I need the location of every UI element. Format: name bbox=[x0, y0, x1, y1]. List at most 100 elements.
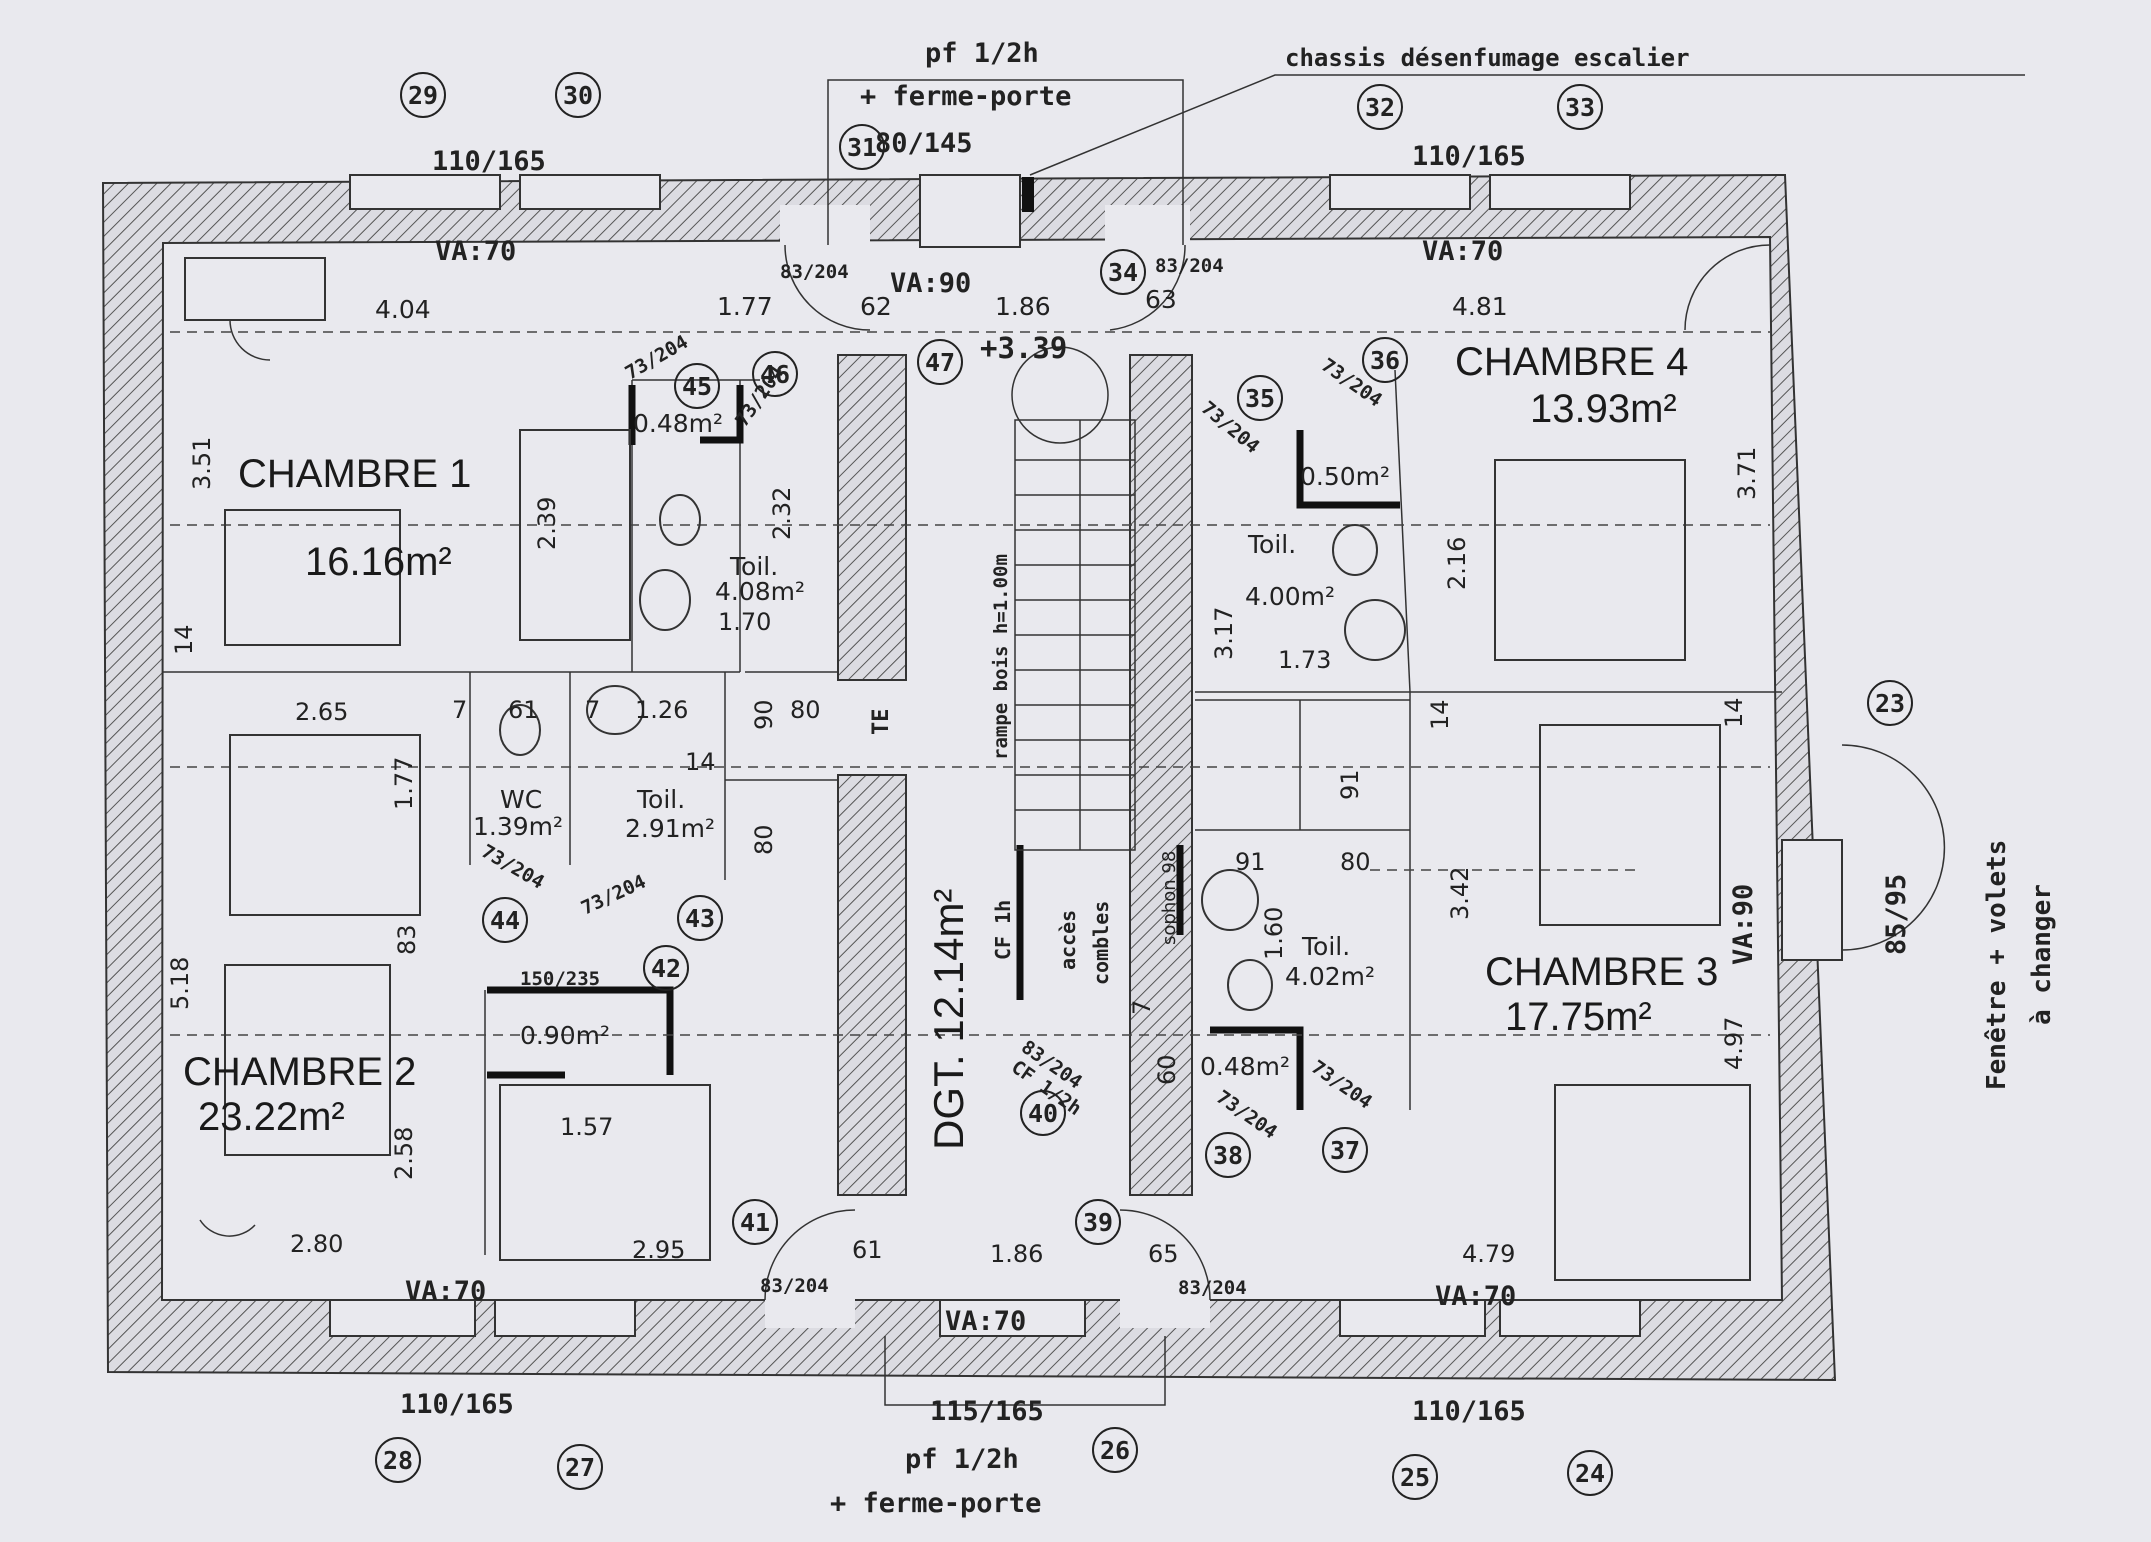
label-toil-a-area: 4.08m² bbox=[715, 577, 805, 606]
label-dim-265: 2.65 bbox=[295, 698, 348, 726]
toilet-a bbox=[659, 494, 701, 546]
bed-ch2-b bbox=[224, 964, 391, 1156]
marker-42: 42 bbox=[643, 945, 689, 991]
marker-47-label: 47 bbox=[925, 348, 955, 377]
label-door-83-tl: 83/204 bbox=[780, 261, 849, 283]
marker-34: 34 bbox=[1100, 249, 1146, 295]
label-fenetre: Fenêtre + volets bbox=[1982, 840, 2012, 1090]
label-d7320-f: 73/204 bbox=[578, 871, 650, 920]
marker-45: 45 bbox=[674, 363, 720, 409]
label-ch1-name: CHAMBRE 1 bbox=[238, 452, 471, 496]
label-dim-497: 4.97 bbox=[1720, 1017, 1748, 1070]
label-dim-61a: 61 bbox=[508, 696, 539, 724]
window-recess-bot-2 bbox=[494, 1299, 636, 1337]
label-dim-170: 1.70 bbox=[718, 608, 771, 636]
marker-34-label: 34 bbox=[1108, 258, 1138, 287]
marker-38: 38 bbox=[1205, 1132, 1251, 1178]
label-dim-7c: 7 bbox=[1128, 1000, 1156, 1015]
label-dim-239: 2.39 bbox=[533, 497, 561, 550]
label-ch4-name: CHAMBRE 4 bbox=[1455, 340, 1688, 384]
label-dim-160: 1.60 bbox=[1260, 907, 1288, 960]
window-recess-bot-5 bbox=[1499, 1299, 1641, 1337]
label-toil-d-area: 4.02m² bbox=[1285, 962, 1375, 991]
marker-33-label: 33 bbox=[1565, 93, 1595, 122]
label-win-bot-left: 110/165 bbox=[400, 1389, 514, 1420]
label-toil-a: Toil. bbox=[729, 552, 778, 581]
marker-39-label: 39 bbox=[1083, 1208, 1113, 1237]
door-swings bbox=[199, 244, 1946, 1301]
label-dim-91b: 91 bbox=[1235, 848, 1266, 876]
label-dim-232: 2.32 bbox=[768, 487, 796, 540]
label-dim-62: 62 bbox=[860, 292, 892, 321]
label-va-top-mid: VA:90 bbox=[890, 268, 971, 299]
stair-wall-left-upper bbox=[837, 354, 907, 681]
label-wc-area: 1.39m² bbox=[473, 812, 563, 841]
bed-ch1 bbox=[224, 509, 401, 646]
marker-28: 28 bbox=[375, 1437, 421, 1483]
marker-46: 46 bbox=[752, 351, 798, 397]
label-achanger: à changer bbox=[2027, 884, 2057, 1025]
label-dim-295: 2.95 bbox=[632, 1236, 685, 1264]
marker-38-label: 38 bbox=[1213, 1141, 1243, 1170]
label-va-bot-right: VA:70 bbox=[1435, 1281, 1516, 1312]
marker-24: 24 bbox=[1567, 1450, 1613, 1496]
label-dim-14d: 14 bbox=[1720, 697, 1748, 728]
marker-26-label: 26 bbox=[1100, 1436, 1130, 1465]
stair-treads bbox=[1015, 420, 1135, 850]
marker-29: 29 bbox=[400, 72, 446, 118]
label-dim-80a: 80 bbox=[790, 696, 821, 724]
label-dim-80b: 80 bbox=[750, 824, 778, 855]
label-va-bot-mid: VA:70 bbox=[945, 1306, 1026, 1337]
label-dim-90: 90 bbox=[750, 699, 778, 730]
chassis-mark bbox=[1022, 177, 1034, 212]
marker-40: 40 bbox=[1020, 1090, 1066, 1136]
label-va90-right: VA:90 bbox=[1728, 884, 1759, 965]
label-sh-090: 0.90m² bbox=[520, 1021, 610, 1050]
label-dim-186b: 1.86 bbox=[990, 1240, 1043, 1268]
marker-31-label: 31 bbox=[847, 133, 877, 162]
label-sh-050: 0.50m² bbox=[1300, 462, 1390, 491]
bed-ch2-c bbox=[499, 1084, 711, 1261]
marker-29-label: 29 bbox=[408, 81, 438, 110]
marker-43-label: 43 bbox=[685, 904, 715, 933]
label-dgt: DGT. 12.14m² bbox=[925, 889, 972, 1150]
label-sophon: sophon 98 bbox=[1159, 851, 1180, 945]
label-ferme-bot: + ferme-porte bbox=[830, 1488, 1041, 1519]
label-pf-bot: pf 1/2h bbox=[905, 1444, 1019, 1475]
label-door-83-tr: 83/204 bbox=[1155, 255, 1224, 277]
label-d7320-g: 73/204 bbox=[1212, 1086, 1281, 1143]
label-ch2-name: CHAMBRE 2 bbox=[183, 1050, 416, 1094]
label-dim-186a: 1.86 bbox=[995, 292, 1051, 321]
label-toil-b: Toil. bbox=[1247, 530, 1296, 559]
label-dim-216: 2.16 bbox=[1443, 537, 1471, 590]
label-dim-14c: 14 bbox=[1426, 699, 1454, 730]
door-opening-br bbox=[1120, 1298, 1210, 1328]
marker-47: 47 bbox=[917, 339, 963, 385]
label-d7320-e: 73/204 bbox=[478, 840, 548, 893]
shower-38-wall bbox=[1210, 1026, 1304, 1110]
label-dim-7a: 7 bbox=[452, 696, 467, 724]
label-door-83-bl: 83/204 bbox=[760, 1275, 829, 1297]
bed-ch3-b bbox=[1554, 1084, 1751, 1281]
stair-wall-right bbox=[1129, 354, 1193, 1196]
marker-28-label: 28 bbox=[383, 1446, 413, 1475]
label-toil-c-area: 2.91m² bbox=[625, 814, 715, 843]
toilet-d bbox=[1227, 959, 1273, 1011]
label-dim-173: 1.73 bbox=[1278, 646, 1331, 674]
sink-c bbox=[586, 685, 644, 735]
label-dim-157: 1.57 bbox=[560, 1113, 613, 1141]
window-recess-top-3 bbox=[919, 174, 1021, 248]
marker-35-label: 35 bbox=[1245, 384, 1275, 413]
label-dim-63: 63 bbox=[1145, 285, 1177, 314]
label-va-bot-left: VA:70 bbox=[405, 1276, 486, 1307]
bed-ch4 bbox=[1494, 459, 1686, 661]
label-dim-91a: 91 bbox=[1336, 769, 1364, 800]
label-dim-342: 3.42 bbox=[1446, 867, 1474, 920]
label-va-top-left: VA:70 bbox=[435, 236, 516, 267]
shower-walls bbox=[487, 385, 1400, 1110]
toilet-wc bbox=[499, 704, 541, 756]
shower-45-wall bbox=[628, 385, 744, 445]
marker-41-label: 41 bbox=[740, 1208, 770, 1237]
marker-37-label: 37 bbox=[1330, 1136, 1360, 1165]
label-dim-258: 2.58 bbox=[390, 1127, 418, 1180]
